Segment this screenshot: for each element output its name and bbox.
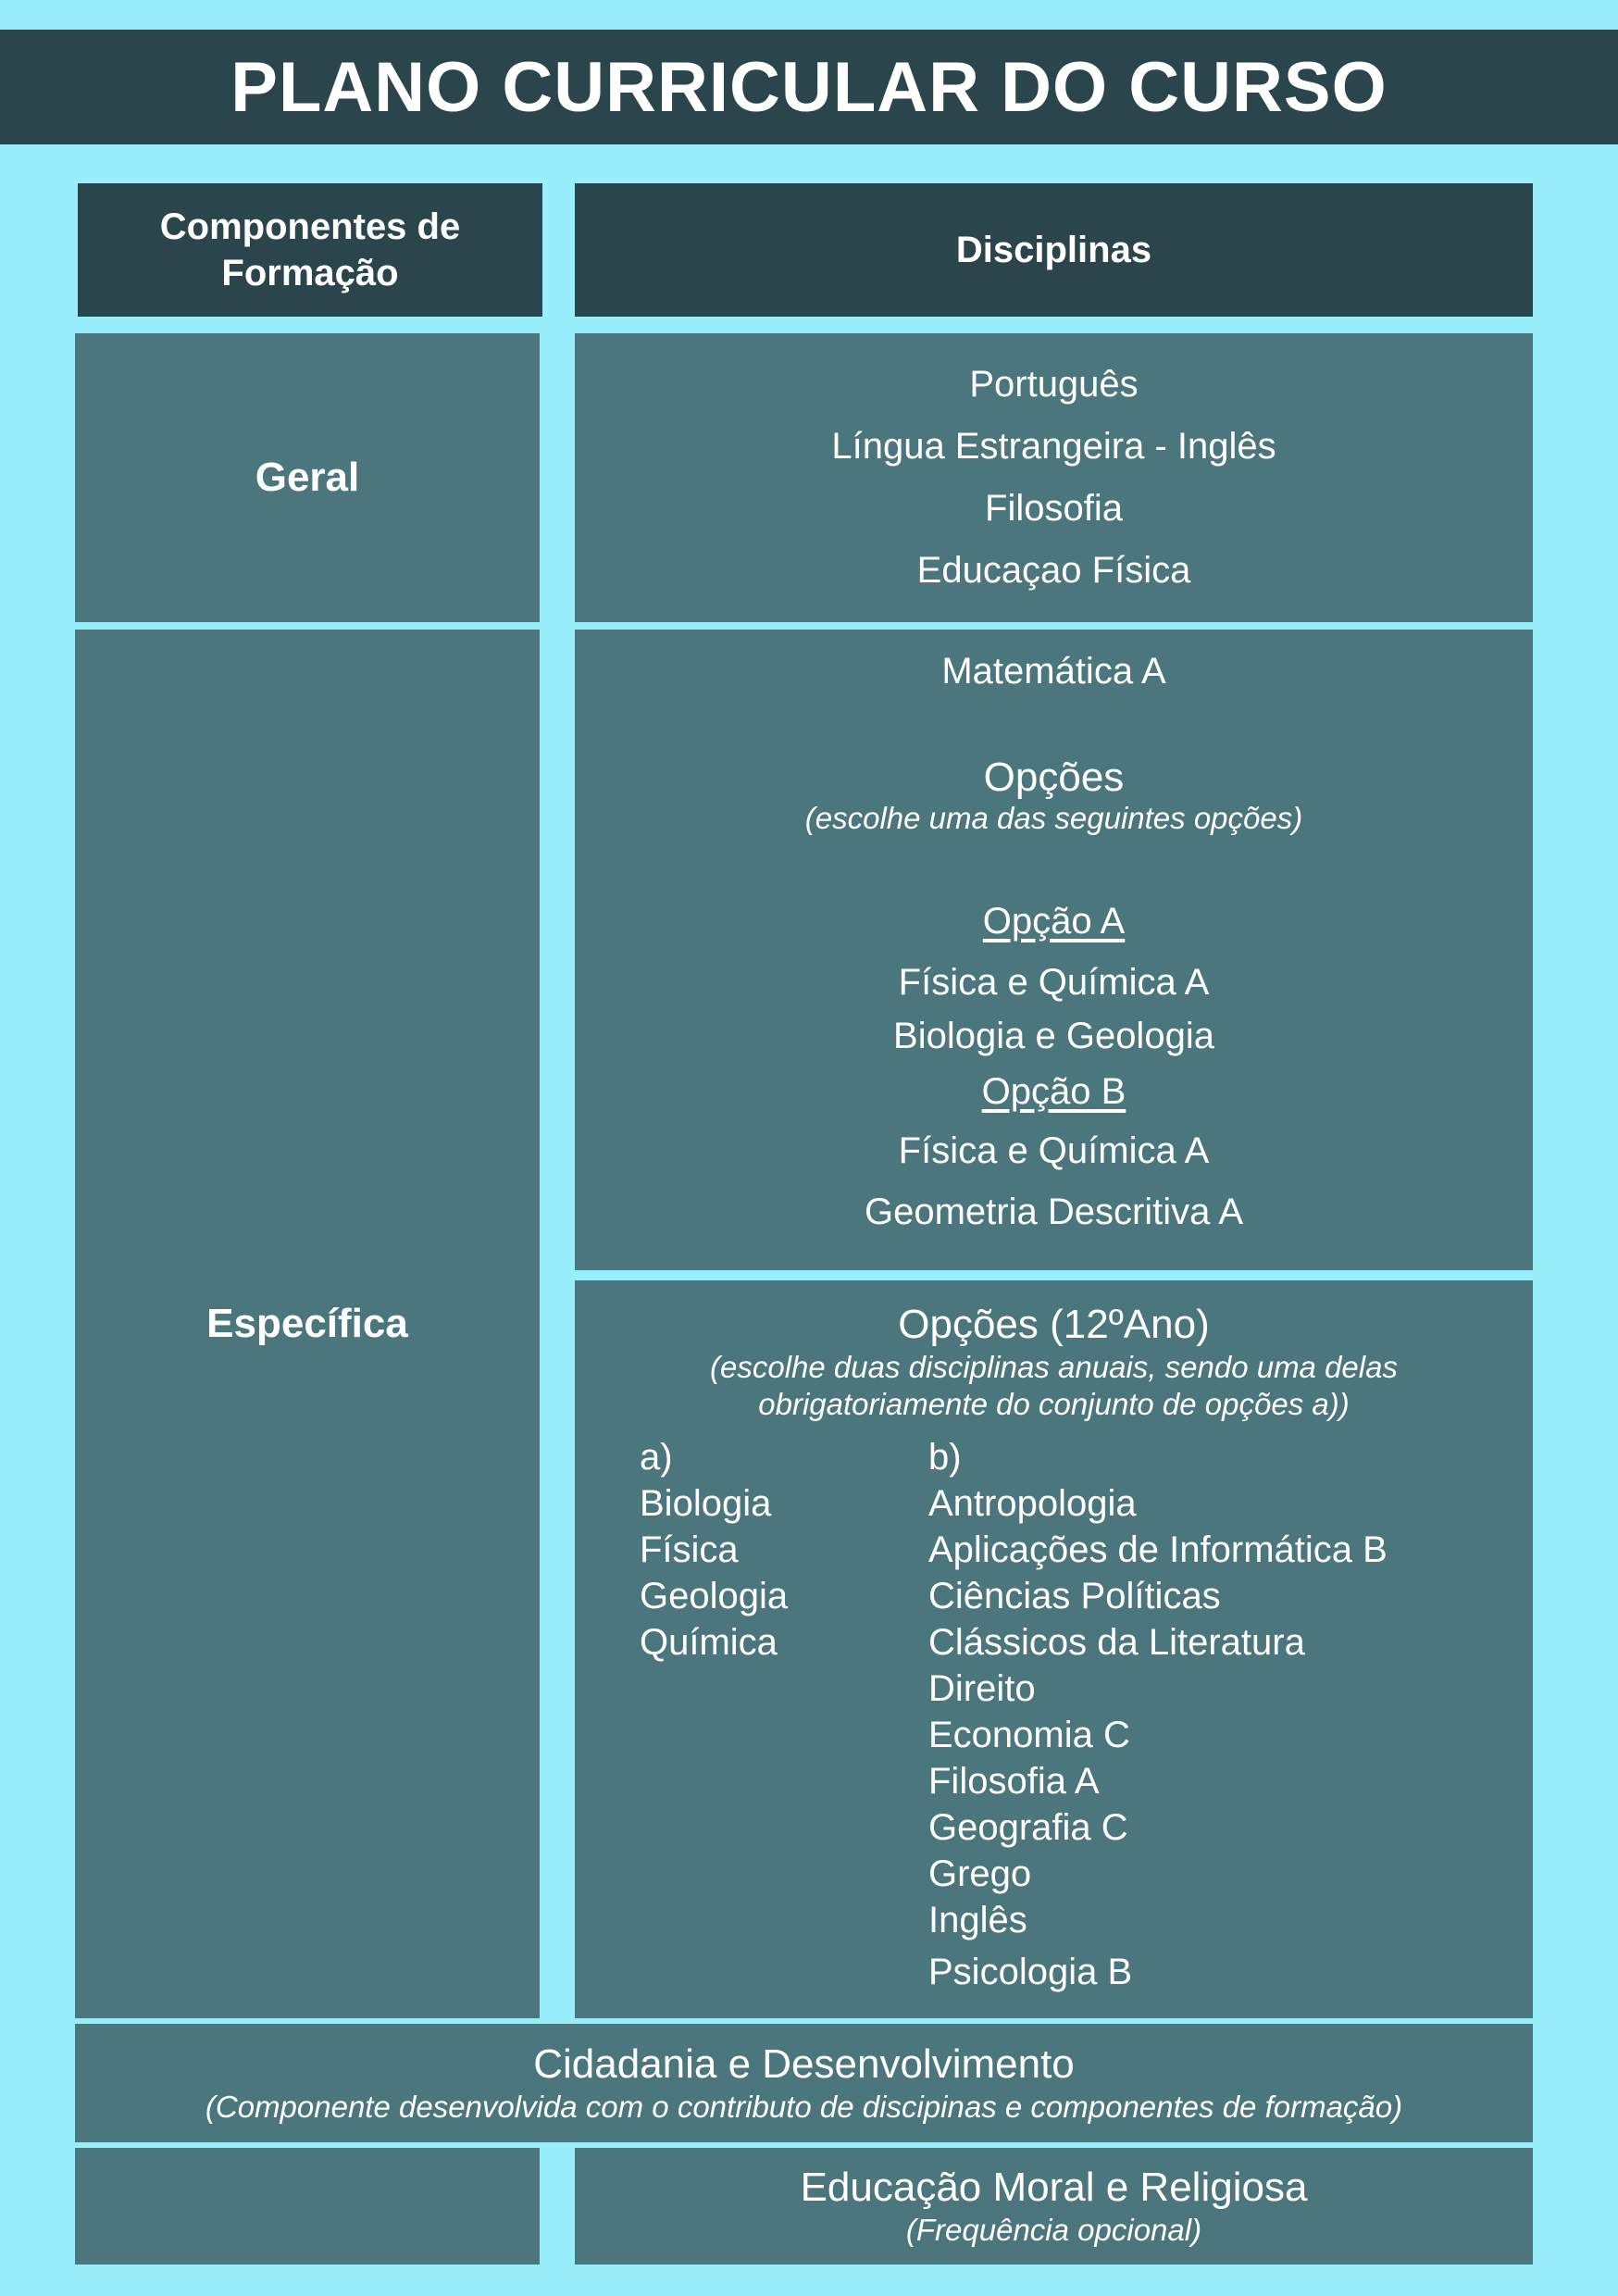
- emr-title: Educação Moral e Religiosa: [800, 2165, 1308, 2210]
- options-title: Opções: [983, 755, 1125, 800]
- column-b-label: b): [928, 1437, 962, 1478]
- column-b-item: Geografia C: [928, 1807, 1128, 1848]
- column-a-item: Geologia: [640, 1576, 789, 1616]
- column-b-item: Grego: [928, 1853, 1032, 1894]
- options-12-note-line1: (escolhe duas disciplinas anuais, sendo …: [710, 1350, 1398, 1384]
- cidadania-cell: Cidadania e Desenvolvimento (Componente …: [75, 2024, 1533, 2142]
- column-b-item: Psicologia B: [928, 1952, 1133, 1992]
- mandatory-discipline: Matemática A: [941, 651, 1166, 692]
- column-b-item: Direito: [928, 1668, 1036, 1709]
- geral-item: Língua Estrangeira - Inglês: [831, 426, 1276, 467]
- column-b-item: Clássicos da Literatura: [928, 1622, 1305, 1663]
- option-a-item: Biologia e Geologia: [893, 1016, 1214, 1056]
- column-a-item: Biologia: [640, 1483, 772, 1524]
- option-b-item: Geometria Descritiva A: [864, 1192, 1244, 1232]
- header-disciplines: Disciplinas: [575, 183, 1533, 317]
- column-b-item: Filosofia A: [928, 1761, 1100, 1802]
- emr-cell: Educação Moral e Religiosa (Frequência o…: [575, 2148, 1533, 2265]
- options-12-cell: Opções (12ºAno) (escolhe duas disciplina…: [575, 1280, 1533, 2018]
- especifica-label-cell: Específica: [75, 630, 540, 2018]
- option-b-label: Opção B: [981, 1071, 1126, 1112]
- option-a-item: Física e Química A: [898, 962, 1210, 1003]
- option-b-heading: Opção B: [575, 1068, 1533, 1123]
- column-a-label: a): [640, 1437, 673, 1478]
- column-a-item: Física: [640, 1529, 739, 1570]
- options-12-column-b: b) Antropologia Aplicações de Informátic…: [928, 1434, 1388, 1995]
- option-a-heading: Opção A: [575, 898, 1533, 953]
- header-components-label: Componentes de Formação: [159, 206, 461, 293]
- geral-item: Filosofia: [985, 488, 1123, 529]
- page-title: PLANO CURRICULAR DO CURSO: [230, 47, 1388, 127]
- header-disciplines-label: Disciplinas: [955, 230, 1152, 270]
- options-note: (escolhe uma das seguintes opções): [804, 801, 1303, 835]
- especifica-label: Específica: [206, 1301, 408, 1346]
- geral-disciplines-cell: Português Língua Estrangeira - Inglês Fi…: [575, 333, 1533, 622]
- cidadania-title: Cidadania e Desenvolvimento: [533, 2041, 1075, 2087]
- option-a-label: Opção A: [982, 901, 1126, 942]
- emr-label-cell: [75, 2148, 540, 2265]
- cidadania-note: (Componente desenvolvida com o contribut…: [205, 2090, 1403, 2124]
- column-b-item: Antropologia: [928, 1483, 1137, 1524]
- column-a-item: Química: [640, 1622, 778, 1663]
- options-12-note-line2: obrigatoriamente do conjunto de opções a…: [758, 1387, 1350, 1421]
- title-bar: PLANO CURRICULAR DO CURSO: [0, 30, 1618, 144]
- column-b-item: Ciências Políticas: [928, 1576, 1221, 1616]
- options-12-column-a: a) Biologia Física Geologia Química: [640, 1434, 788, 1666]
- geral-label-cell: Geral: [75, 333, 540, 622]
- option-b-item: Física e Química A: [898, 1130, 1210, 1171]
- header-components: Componentes de Formação: [78, 183, 542, 317]
- column-b-item: Aplicações de Informática B: [928, 1529, 1388, 1570]
- geral-item: Português: [969, 364, 1139, 405]
- geral-label: Geral: [255, 455, 360, 500]
- column-b-item: Inglês: [928, 1900, 1027, 1940]
- especifica-options-cell: Matemática A Opções (escolhe uma das seg…: [575, 630, 1533, 1270]
- column-b-item: Economia C: [928, 1715, 1130, 1755]
- options-12-title: Opções (12ºAno): [898, 1302, 1210, 1347]
- geral-item: Educaçao Física: [916, 550, 1191, 591]
- emr-note: (Frequência opcional): [905, 2213, 1202, 2247]
